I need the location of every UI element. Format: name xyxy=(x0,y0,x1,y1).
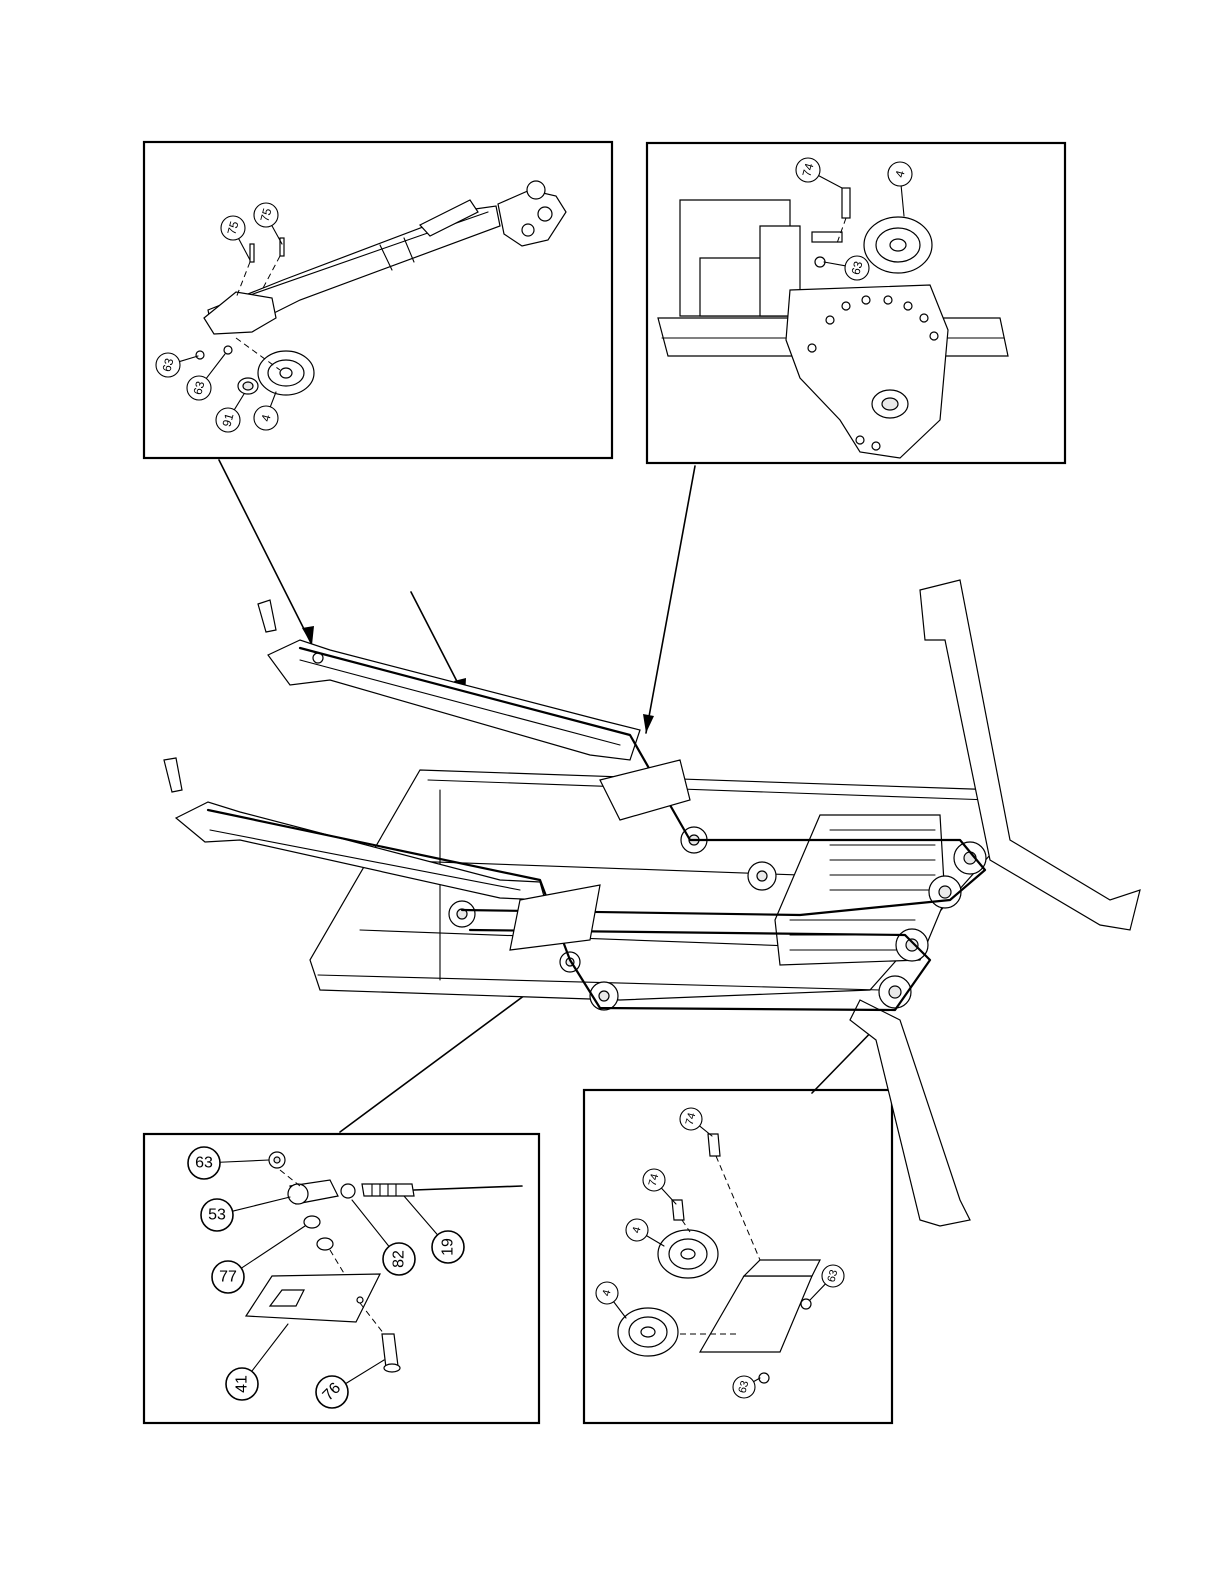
callout-leader-line xyxy=(824,262,845,266)
callout-lower-left-63: 63 xyxy=(188,1147,269,1179)
callout-leader-line xyxy=(700,1126,712,1136)
callout-lower-right-4: 4 xyxy=(626,1219,664,1246)
callout-lower-left-53: 53 xyxy=(201,1197,290,1231)
callout-leader-line xyxy=(352,1200,389,1246)
callout-leader-line xyxy=(252,1324,288,1371)
callout-lower-right-4: 4 xyxy=(596,1282,626,1318)
callout-leader-line xyxy=(810,1284,825,1300)
callout-leader-line xyxy=(239,239,250,260)
callout-upper-left-75: 75 xyxy=(221,216,250,260)
callout-leader-line xyxy=(819,176,842,188)
callout-leader-line xyxy=(404,1196,438,1235)
callout-leader-line xyxy=(614,1302,626,1318)
callout-upper-left-91: 91 xyxy=(216,394,244,432)
callout-upper-left-63: 63 xyxy=(156,353,198,377)
callout-lower-right-74: 74 xyxy=(643,1169,676,1204)
callout-leader-line xyxy=(270,392,276,407)
part-number-label: 63 xyxy=(195,1155,213,1172)
callout-leader-line xyxy=(272,226,282,244)
callout-upper-right-4: 4 xyxy=(888,162,912,216)
part-number-label: 77 xyxy=(219,1269,237,1286)
callout-lower-left-76: 76 xyxy=(316,1360,384,1408)
callout-upper-left-4: 4 xyxy=(254,392,278,430)
callout-leader-line xyxy=(220,1160,269,1162)
callout-lower-left-82: 82 xyxy=(352,1200,415,1275)
part-number-label: 82 xyxy=(391,1250,408,1268)
main-assembly-drawing xyxy=(164,580,1140,1226)
bracket-detail-drawing xyxy=(658,188,1008,458)
part-number-label: 19 xyxy=(440,1238,457,1256)
callout-leader-line xyxy=(206,354,225,378)
callout-leader-line xyxy=(233,1197,290,1211)
callout-leader-line xyxy=(179,356,198,362)
arm-detail-drawing xyxy=(196,181,566,395)
callout-leader-line xyxy=(661,1188,676,1204)
callout-leader-line xyxy=(901,186,904,216)
callout-leader-line xyxy=(346,1360,384,1384)
callout-leader-line xyxy=(646,1236,664,1246)
part-number-label: 41 xyxy=(234,1375,251,1393)
callout-lower-right-63: 63 xyxy=(733,1376,760,1398)
callout-leader-line xyxy=(241,1226,305,1268)
callout-lower-right-74: 74 xyxy=(680,1108,712,1136)
part-number-label: 53 xyxy=(208,1207,226,1224)
detail-box-lower-right xyxy=(584,1090,892,1423)
callout-lower-left-41: 41 xyxy=(226,1324,288,1400)
callout-upper-left-75: 75 xyxy=(254,203,282,244)
callout-upper-right-63: 63 xyxy=(824,256,869,280)
callout-upper-right-74: 74 xyxy=(796,158,842,188)
callout-upper-left-63: 63 xyxy=(187,354,225,400)
callout-leader-line xyxy=(234,394,244,410)
